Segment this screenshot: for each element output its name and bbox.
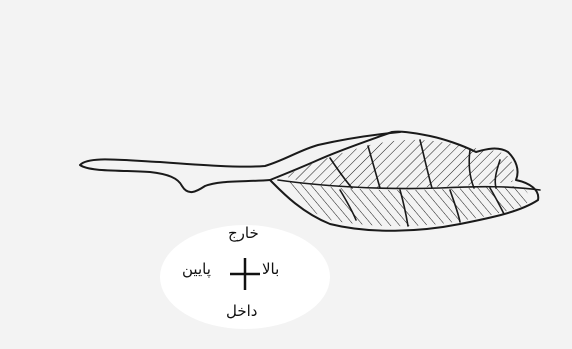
- direction-label-bottom: داخل: [226, 304, 257, 319]
- direction-label-right: بالا: [262, 262, 279, 277]
- leaf-blade-hatch-upper: [285, 140, 514, 188]
- direction-label-top: خارج: [228, 226, 259, 241]
- direction-label-left: پایین: [182, 262, 211, 277]
